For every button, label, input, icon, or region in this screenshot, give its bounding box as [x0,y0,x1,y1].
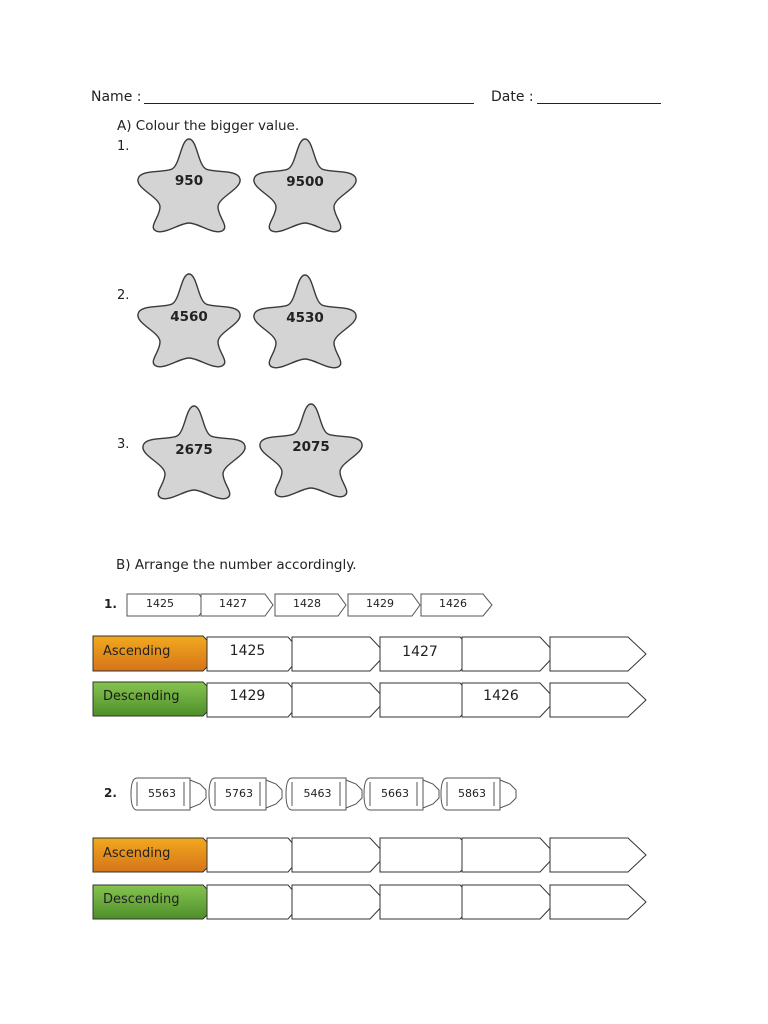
star-a2-left[interactable]: 4560 [134,270,244,370]
answer-box [549,837,647,873]
star-a2-right[interactable]: 4530 [250,271,360,371]
star-shape [253,274,357,369]
crayon-shape [363,777,440,811]
answer-box [206,884,304,920]
name-field-line[interactable] [144,103,474,104]
star-value: 2075 [292,439,330,455]
q2-value: 5763 [225,787,253,800]
answer-box [461,636,557,672]
star-value: 4530 [286,310,324,326]
star-shape [137,273,241,368]
answer-box [291,884,387,920]
name-label: Name : [91,89,142,105]
ascending-label: Ascending [103,846,171,861]
answer-box [549,636,647,672]
crayon-shape [208,777,283,811]
answer-box [291,636,387,672]
q2-value: 5663 [381,787,409,800]
question-a3-number: 3. [117,437,130,452]
answer-box [461,884,557,920]
crayon-shape [130,777,207,811]
q1-value: 1428 [293,597,321,610]
answer-box [291,682,387,718]
descending-label: Descending [103,892,180,907]
descending-answer[interactable]: 1429 [229,688,266,704]
answer-box [461,837,557,873]
star-shape [259,403,363,498]
answer-box [461,682,557,718]
star-value: 9500 [286,174,324,190]
descending-answer[interactable]: 1426 [483,688,519,704]
answer-box [549,884,647,920]
q1-number-box [347,593,421,617]
q1-value: 1427 [219,597,247,610]
question-a1-number: 1. [117,139,130,154]
q1-number-box [420,593,493,617]
q1-value: 1429 [366,597,394,610]
q2-value: 5863 [458,787,486,800]
star-value: 950 [174,173,204,189]
ascending-label: Ascending [103,644,171,659]
star-value: 4560 [170,309,208,325]
star-value: 2675 [175,442,213,458]
answer-box [291,837,387,873]
question-a2-number: 2. [117,288,130,303]
q2-value: 5463 [303,787,332,800]
descending-label: Descending [103,689,180,704]
star-a1-left[interactable]: 950 [134,135,244,235]
section-a-instruction: A) Colour the bigger value. [117,118,300,134]
star-a3-right[interactable]: 2075 [256,400,366,500]
q1-value: 1425 [146,597,174,610]
ascending-answer[interactable]: 1427 [402,644,438,660]
ascending-answer[interactable]: 1425 [229,643,266,659]
crayon-shape [440,777,517,811]
q1-number-box [200,593,274,617]
star-shape [142,405,246,500]
question-b2-number: 2. [104,786,117,800]
star-a3-left[interactable]: 2675 [139,402,249,502]
answer-box [206,837,304,873]
star-shape [137,138,241,233]
q2-value: 5563 [148,787,176,800]
section-b-instruction: B) Arrange the number accordingly. [116,557,357,573]
date-field-line[interactable] [537,103,661,104]
crayon-shape [285,777,363,811]
star-a1-right[interactable]: 9500 [250,135,360,235]
star-shape [253,138,357,233]
answer-box [549,682,647,718]
question-b1-number: 1. [104,597,117,611]
date-label: Date : [491,89,534,105]
q1-number-box [274,593,347,617]
q1-value: 1426 [439,597,467,610]
